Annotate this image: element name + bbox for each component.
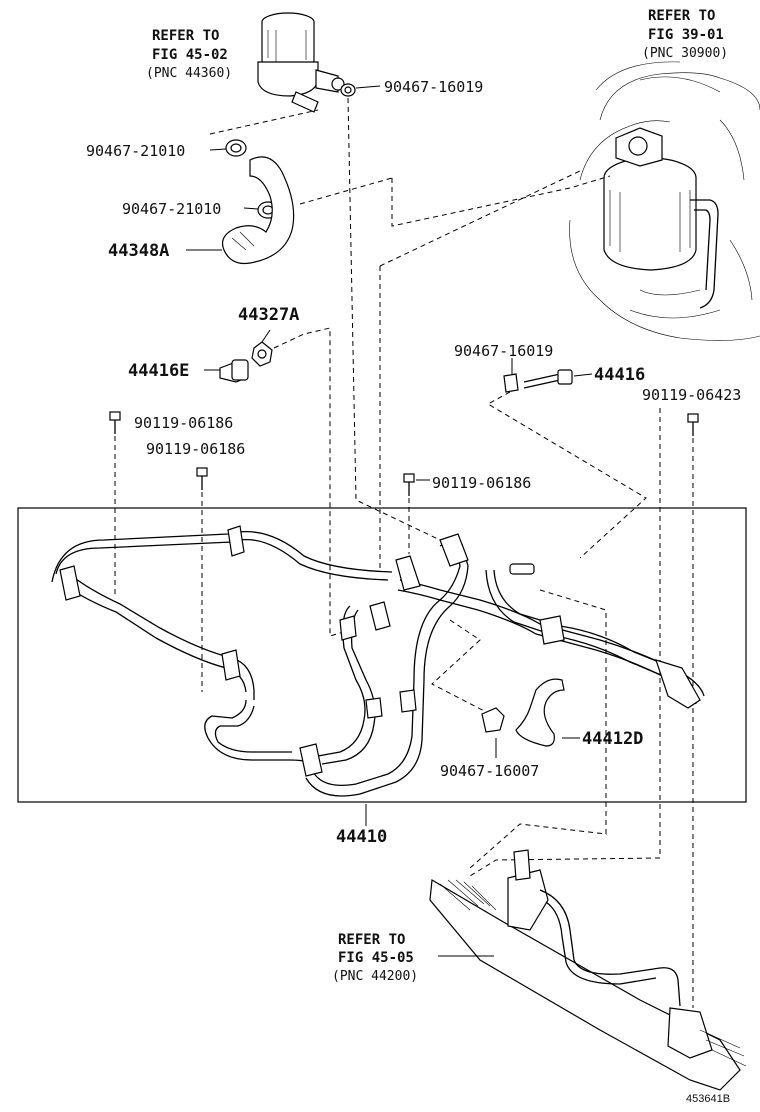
bolt-06186-c-drawing: [403, 473, 430, 496]
bolt-06186-b-drawing: [196, 467, 208, 490]
assembly-44410-frame: [17, 507, 747, 803]
label-clamp-16007: 90467-16007: [440, 762, 539, 780]
ref-45-05-line1: REFER TO: [338, 932, 405, 948]
label-clamp-21010-b: 90467-21010: [122, 200, 221, 218]
tube-assembly-drawing: [51, 525, 705, 797]
label-hose-44348A: 44348A: [108, 241, 169, 261]
tube-44416-drawing: [523, 369, 593, 389]
leader-lines: [114, 97, 694, 1008]
gasket-44327A-drawing: [251, 329, 273, 367]
label-bolt-06186-c: 90119-06186: [432, 474, 531, 492]
bolt-44416E-drawing: [204, 359, 249, 383]
ref-45-05-line2: FIG 45-05: [338, 950, 414, 966]
clamp-16019-top-drawing: [340, 83, 381, 97]
label-hose-44412D: 44412D: [582, 729, 643, 749]
label-clamp-21010-a: 90467-21010: [86, 142, 185, 160]
bolt-06186-a-drawing: [109, 411, 121, 434]
reservoir-drawing: [257, 12, 345, 113]
label-bolt-06186-a: 90119-06186: [134, 414, 233, 432]
label-clamp-16019-top: 90467-16019: [384, 78, 483, 96]
hose-44348A-drawing: [186, 156, 295, 265]
ref-39-01-line1: REFER TO: [648, 8, 715, 24]
footer-code: 453641B: [686, 1093, 730, 1105]
label-bolt-06423: 90119-06423: [642, 386, 741, 404]
ref-45-02-pnc: (PNC 44360): [146, 66, 232, 81]
label-clamp-16019-right: 90467-16019: [454, 342, 553, 360]
label-gasket-44327A: 44327A: [238, 305, 299, 325]
pump-engine-drawing: [569, 61, 760, 341]
clamp-16019-right-drawing: [503, 358, 519, 393]
label-tube-44416: 44416: [594, 365, 645, 385]
label-bolt-06186-b: 90119-06186: [146, 440, 245, 458]
ref-45-05-pnc: (PNC 44200): [332, 969, 418, 984]
steering-gear-drawing: [429, 849, 747, 1091]
ref-45-02-line1: REFER TO: [152, 28, 219, 44]
ref-39-01-line2: FIG 39-01: [648, 27, 724, 43]
ref-39-01-pnc: (PNC 30900): [642, 46, 728, 61]
bolt-06423-drawing: [687, 413, 699, 436]
clamp-21010-a-drawing: [209, 139, 247, 157]
ref-45-02-line2: FIG 45-02: [152, 47, 228, 63]
label-assembly-44410: 44410: [336, 827, 387, 847]
label-bolt-44416E: 44416E: [128, 361, 189, 381]
